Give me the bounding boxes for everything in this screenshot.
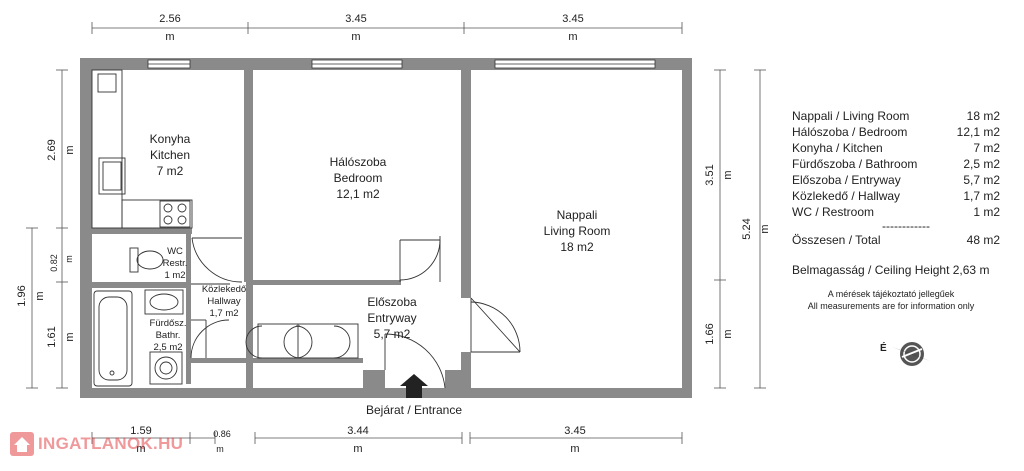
dim-top-1-unit: m xyxy=(165,31,174,43)
entryway-label-hu: Előszoba xyxy=(367,295,417,309)
living-label-hu: Nappali xyxy=(557,208,598,222)
legend-row-total: Összesen / Total 48 m2 xyxy=(792,232,1000,248)
bedroom-label-hu: Hálószoba xyxy=(330,155,387,169)
kitchen-label-hu: Konyha xyxy=(150,132,191,146)
measurement-note: A mérések tájékoztató jellegűek All meas… xyxy=(782,288,1000,312)
living-label-en: Living Room xyxy=(544,224,611,238)
dim-left-2: 0.82 xyxy=(49,254,59,272)
legend-row-bedroom: Hálószoba / Bedroom 12,1 m2 xyxy=(792,124,1000,140)
legend-row-entryway: Előszoba / Entryway 5,7 m2 xyxy=(792,172,1000,188)
legend-row-living: Nappali / Living Room 18 m2 xyxy=(792,108,1000,124)
stove-icon xyxy=(159,200,191,228)
legend-separator: ------------ xyxy=(882,219,930,233)
dim-bottom-3: 3.44 xyxy=(347,425,368,437)
kitchen-area: 7 m2 xyxy=(157,164,184,178)
legend-total-area: 48 m2 xyxy=(966,233,1000,247)
compass-icon: É xyxy=(880,341,930,366)
dim-top-1: 2.56 xyxy=(159,13,180,25)
entrance-label: Bejárat / Entrance xyxy=(366,403,462,417)
dim-right-2: 5.24 xyxy=(741,218,753,239)
dim-left-1-unit: m xyxy=(64,145,76,154)
dim-left-1: 2.69 xyxy=(46,139,58,160)
kitchen-counter xyxy=(91,69,193,229)
legend-name: Nappali / Living Room xyxy=(792,109,910,123)
dim-top-3: 3.45 xyxy=(562,13,583,25)
hallway-area: 1,7 m2 xyxy=(209,308,238,319)
dim-left-2-unit: m xyxy=(64,255,74,263)
dim-left-3-unit: m xyxy=(34,291,46,300)
bedroom-label-en: Bedroom xyxy=(334,171,383,185)
hallway-label-en: Hallway xyxy=(207,296,241,307)
legend-total-name: Összesen / Total xyxy=(792,233,881,247)
toilet-icon xyxy=(129,247,164,273)
washbasin-icon xyxy=(144,289,184,315)
wc-label-hu: WC xyxy=(167,246,183,257)
legend-name: Előszoba / Entryway xyxy=(792,173,901,187)
legend-area: 12,1 m2 xyxy=(956,125,1000,139)
wc-area: 1 m2 xyxy=(164,270,185,281)
legend-row-wc: WC / Restroom 1 m2 xyxy=(792,204,1000,220)
doors xyxy=(190,236,521,389)
compass-north-label: É xyxy=(880,341,887,354)
measurement-note-hu: A mérések tájékoztató jellegűek xyxy=(827,289,955,299)
legend-area: 2,5 m2 xyxy=(963,157,1000,171)
logo-text: INGATLANOK.HU xyxy=(38,434,184,453)
dim-bottom-2: 0.86 xyxy=(213,429,231,439)
dim-right-1: 3.51 xyxy=(704,164,716,185)
dimension-lines xyxy=(26,22,766,444)
legend-name: Fürdőszoba / Bathroom xyxy=(792,157,918,171)
ingatlanok-logo: INGATLANOK.HU xyxy=(10,432,183,456)
dim-bottom-4: 3.45 xyxy=(564,425,585,437)
entrance-arrow-icon xyxy=(400,374,428,398)
dim-bottom-2-unit: m xyxy=(216,444,224,454)
dim-left-4: 1.61 xyxy=(46,326,58,347)
measurement-note-en: All measurements are for information onl… xyxy=(807,301,975,311)
legend-name: WC / Restroom xyxy=(792,205,875,219)
dim-top-2: 3.45 xyxy=(345,13,366,25)
area-legend: Nappali / Living Room 18 m2 Hálószoba / B… xyxy=(792,108,1000,312)
legend-row-hallway: Közlekedő / Hallway 1,7 m2 xyxy=(792,188,1000,204)
dim-right-1-unit: m xyxy=(722,170,734,179)
room-labels: Konyha Kitchen 7 m2 Hálószoba Bedroom 12… xyxy=(150,132,611,417)
legend-area: 18 m2 xyxy=(966,109,1000,123)
wc-label-en: Restr. xyxy=(163,258,188,269)
dim-left-3: 1.96 xyxy=(16,285,28,306)
dim-bottom-1-unit: m xyxy=(136,443,145,455)
kitchen-label-en: Kitchen xyxy=(150,148,190,162)
dim-bottom-1: 1.59 xyxy=(130,425,151,437)
dim-bottom-3-unit: m xyxy=(353,443,362,455)
living-area: 18 m2 xyxy=(560,240,594,254)
house-icon xyxy=(10,432,34,456)
washing-machine-icon xyxy=(149,351,183,385)
legend-name: Közlekedő / Hallway xyxy=(792,189,901,203)
bathtub-icon xyxy=(93,290,133,387)
dim-left-4-unit: m xyxy=(64,332,76,341)
dim-bottom-4-unit: m xyxy=(570,443,579,455)
dimension-labels: 2.56 m 3.45 m 3.45 m 1.59 m 0.86 m 3.44 … xyxy=(16,13,771,455)
walls xyxy=(80,58,692,398)
dim-right-3: 1.66 xyxy=(704,323,716,344)
dim-right-2-unit: m xyxy=(759,224,771,233)
legend-area: 5,7 m2 xyxy=(963,173,1000,187)
entryway-area: 5,7 m2 xyxy=(374,327,411,341)
windows xyxy=(147,59,656,69)
bathroom-area: 2,5 m2 xyxy=(153,342,182,353)
legend-area: 1,7 m2 xyxy=(963,189,1000,203)
bathroom-label-hu: Fürdősz. xyxy=(150,318,187,329)
entryway-label-en: Entryway xyxy=(367,311,416,325)
legend-row-kitchen: Konyha / Kitchen 7 m2 xyxy=(792,140,1000,156)
dim-right-3-unit: m xyxy=(722,329,734,338)
legend-name: Konyha / Kitchen xyxy=(792,141,883,155)
dim-top-3-unit: m xyxy=(568,31,577,43)
legend-area: 7 m2 xyxy=(973,141,1000,155)
ceiling-height: Belmagasság / Ceiling Height 2,63 m xyxy=(792,263,990,277)
bathroom-label-en: Bathr. xyxy=(156,330,181,341)
legend-name: Hálószoba / Bedroom xyxy=(792,125,908,139)
legend-area: 1 m2 xyxy=(973,205,1000,219)
bedroom-area: 12,1 m2 xyxy=(336,187,380,201)
legend-row-bathroom: Fürdőszoba / Bathroom 2,5 m2 xyxy=(792,156,1000,172)
dim-top-2-unit: m xyxy=(351,31,360,43)
hallway-label-hu: Közlekedő xyxy=(202,284,246,295)
